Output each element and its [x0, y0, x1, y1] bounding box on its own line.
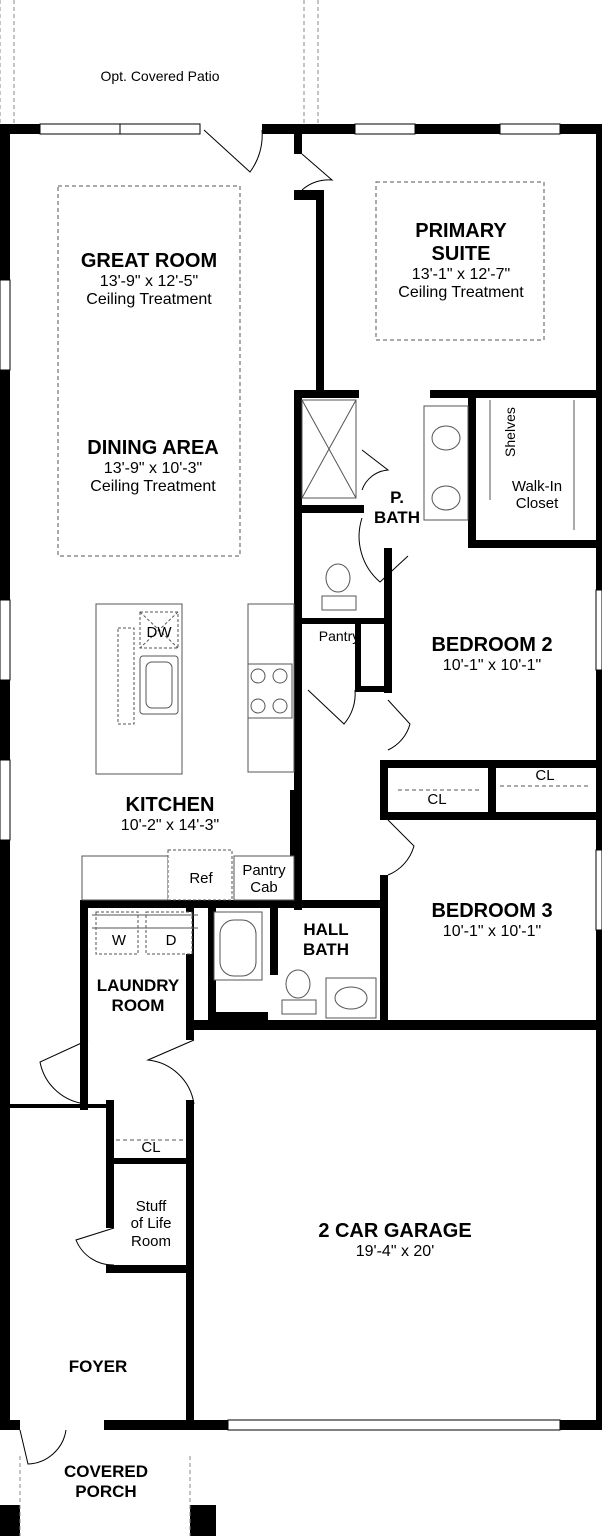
walk-in-line2: Closet — [515, 495, 559, 513]
windows — [0, 123, 602, 1431]
hall-bath-label: HALL BATH — [294, 920, 358, 959]
hall-bath-line1: HALL — [303, 920, 349, 939]
kitchen-size: 10'-2" x 14'-3" — [120, 817, 220, 834]
primary-suite-name-2: SUITE — [431, 243, 491, 265]
great-room-note: Ceiling Treatment — [86, 291, 212, 309]
primary-suite-note: Ceiling Treatment — [398, 284, 524, 302]
laundry-label: LAUNDRY ROOM — [88, 976, 188, 1015]
kitchen-label: KITCHEN 10'-2" x 14'-3" — [70, 794, 270, 835]
dining-note: Ceiling Treatment — [90, 478, 216, 496]
stuff-room-line2: of Life — [130, 1215, 172, 1233]
p-bath-line2: BATH — [374, 507, 420, 527]
great-room-name: GREAT ROOM — [80, 250, 218, 272]
primary-suite-size: 13'-1" x 12'-7" — [411, 266, 511, 283]
great-room-label: GREAT ROOM 13'-9" x 12'-5" Ceiling Treat… — [58, 250, 240, 310]
garage-label: 2 CAR GARAGE 19'-4" x 20' — [240, 1220, 550, 1261]
bedroom2-label: BEDROOM 2 10'-1" x 10'-1" — [392, 634, 592, 675]
pantry-label: Pantry — [318, 628, 360, 644]
bedroom3-label: BEDROOM 3 10'-1" x 10'-1" — [392, 900, 592, 941]
primary-suite-name-1: PRIMARY — [415, 220, 507, 242]
closet-label-b2: CL — [427, 791, 447, 808]
porch-line1: COVERED — [63, 1462, 149, 1481]
closet-label-foyer: CL — [141, 1139, 161, 1156]
closet-label-b3: CL — [535, 767, 555, 784]
kitchen-fixtures — [81, 603, 295, 901]
bedroom3-size: 10'-1" x 10'-1" — [442, 923, 542, 940]
laundry-line1: LAUNDRY — [96, 976, 180, 995]
patio-outline — [0, 0, 319, 128]
porch-label: COVERED PORCH — [28, 1462, 184, 1501]
stuff-room-line1: Stuff — [135, 1198, 167, 1215]
great-room-size: 13'-9" x 12'-5" — [99, 273, 199, 290]
dryer-label: D — [165, 932, 177, 949]
pantry-cab-line1: Pantry — [242, 862, 286, 879]
porch-outline — [19, 1456, 191, 1536]
stuff-room-line3: Room — [130, 1232, 171, 1250]
dw-label: DW — [146, 624, 172, 641]
foyer-label: FOYER — [68, 1357, 128, 1376]
p-bath-line1: P. — [390, 488, 404, 507]
pantry-cab-label: Pantry Cab — [234, 862, 294, 897]
closet-rods — [116, 400, 590, 1141]
washer-label: W — [111, 932, 127, 949]
pantry-cab-line2: Cab — [250, 879, 278, 897]
bedroom2-size: 10'-1" x 10'-1" — [442, 657, 542, 674]
laundry-line2: ROOM — [111, 995, 165, 1015]
dining-label: DINING AREA 13'-9" x 10'-3" Ceiling Trea… — [58, 437, 248, 497]
hall-bath-line2: BATH — [303, 939, 349, 959]
patio-label: Opt. Covered Patio — [100, 68, 220, 84]
door-swings — [19, 129, 415, 1465]
bedroom3-name: BEDROOM 3 — [431, 900, 553, 922]
dining-name: DINING AREA — [87, 437, 219, 459]
stuff-room-label: Stuff of Life Room — [116, 1198, 186, 1250]
ceiling-treatment-outlines — [57, 181, 545, 557]
walk-in-line1: Walk-In — [511, 478, 563, 495]
garage-size: 19'-4" x 20' — [355, 1243, 435, 1260]
ref-label: Ref — [189, 870, 213, 887]
garage-name: 2 CAR GARAGE — [318, 1220, 472, 1242]
dining-size: 13'-9" x 10'-3" — [103, 460, 203, 477]
primary-suite-label: PRIMARY SUITE 13'-1" x 12'-7" Ceiling Tr… — [376, 220, 546, 303]
kitchen-name: KITCHEN — [125, 794, 215, 816]
interior-walls — [10, 124, 596, 1425]
p-bath-label: P. BATH — [364, 488, 430, 527]
bath-fixtures — [92, 399, 469, 1019]
walk-in-closet-label: Walk-In Closet — [500, 478, 574, 513]
porch-line2: PORCH — [75, 1481, 137, 1501]
bedroom2-name: BEDROOM 2 — [431, 634, 553, 656]
shelves-label: Shelves — [501, 407, 518, 457]
